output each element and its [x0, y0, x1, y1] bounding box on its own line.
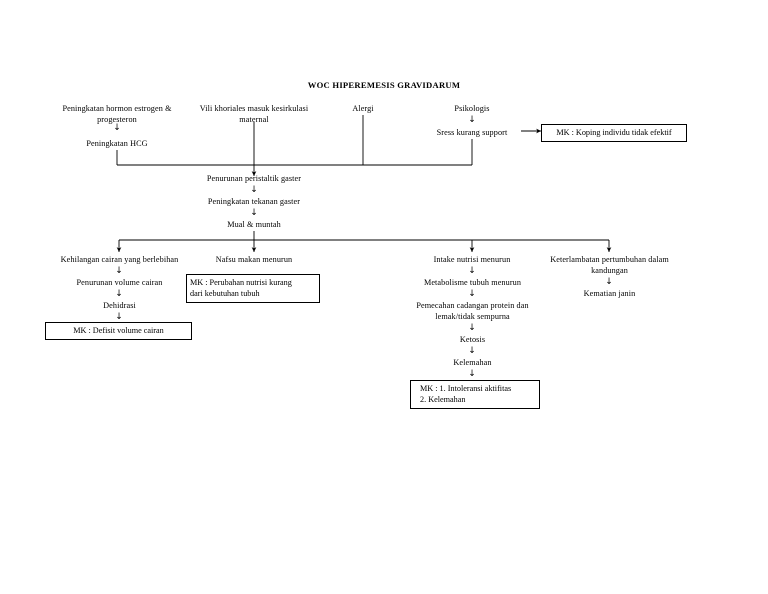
node-mual-muntah: Mual & muntah	[227, 220, 281, 229]
problem-box-koping-individu: MK : Koping individu tidak efektif	[541, 124, 687, 142]
arrow-intake-to-metabolisme: ↓	[468, 266, 476, 276]
arrow-tekanan-to-mual: ↓	[250, 208, 258, 218]
node-penurunan-peristaltik-gaster: Penurunan peristaltik gaster	[206, 174, 302, 183]
node-peningkatan-tekanan-gaster: Peningkatan tekanan gaster	[207, 197, 301, 206]
arrow-peristaltik-to-tekanan: ↓	[250, 185, 258, 195]
arrow-psikologis-to-stress: ↓	[468, 115, 476, 125]
node-pemecahan-cadangan-protein: Pemecahan cadangan protein dan lemak/tid…	[416, 301, 529, 321]
node-intake-nutrisi-menurun: Intake nutrisi menurun	[433, 255, 511, 264]
node-peningkatan-hormon-estrogen: Peningkatan hormon estrogen & progestero…	[62, 104, 172, 124]
problem-box-defisit-volume-cairan: MK : Defisit volume cairan	[45, 322, 192, 340]
arrow-kehilangan-to-penurunan-volume: ↓	[115, 266, 123, 276]
arrow-volume-to-dehidrasi: ↓	[115, 289, 123, 299]
node-alergi: Alergi	[352, 104, 374, 113]
arrow-estrogen-to-hcg: ↓	[113, 123, 121, 133]
node-psikologis: Psikologis	[454, 104, 490, 113]
node-kematian-janin: Kematian janin	[583, 289, 636, 298]
arrow-ketosis-to-kelemahan: ↓	[468, 346, 476, 356]
node-ketosis: Ketosis	[459, 335, 486, 344]
page-title: WOC HIPEREMESIS GRAVIDARUM	[307, 80, 461, 90]
arrow-metabolisme-to-pemecahan: ↓	[468, 289, 476, 299]
node-penurunan-volume-cairan: Penurunan volume cairan	[76, 278, 163, 287]
node-kelemahan: Kelemahan	[453, 358, 492, 367]
problem-box-perubahan-nutrisi: MK : Perubahan nutrisi kurang dari kebut…	[186, 274, 320, 303]
arrow-dehidrasi-to-mk-defisit: ↓	[115, 312, 123, 322]
arrow-pemecahan-to-ketosis: ↓	[468, 323, 476, 333]
problem-box-intoleransi-aktifitas: MK : 1. Intoleransi aktifitas 2. Kelemah…	[410, 380, 540, 409]
node-keterlambatan-pertumbuhan: Keterlambatan pertumbuhan dalam kandunga…	[550, 255, 669, 275]
node-dehidrasi: Dehidrasi	[103, 301, 136, 310]
node-peningkatan-hcg: Peningkatan HCG	[86, 139, 148, 148]
node-sress-kurang-support: Sress kurang support	[436, 128, 508, 137]
node-nafsu-makan-menurun: Nafsu makan menurun	[215, 255, 293, 264]
arrow-kelemahan-to-mk-intoleransi: ↓	[468, 369, 476, 379]
arrow-keterlambatan-to-kematian: ↓	[605, 277, 613, 287]
node-kehilangan-cairan-berlebihan: Kehilangan cairan yang berlebihan	[60, 255, 179, 264]
node-vili-khoriales: Vili khoriales masuk kesirkulasi materna…	[199, 104, 309, 124]
node-metabolisme-tubuh-menurun: Metabolisme tubuh menurun	[423, 278, 522, 287]
